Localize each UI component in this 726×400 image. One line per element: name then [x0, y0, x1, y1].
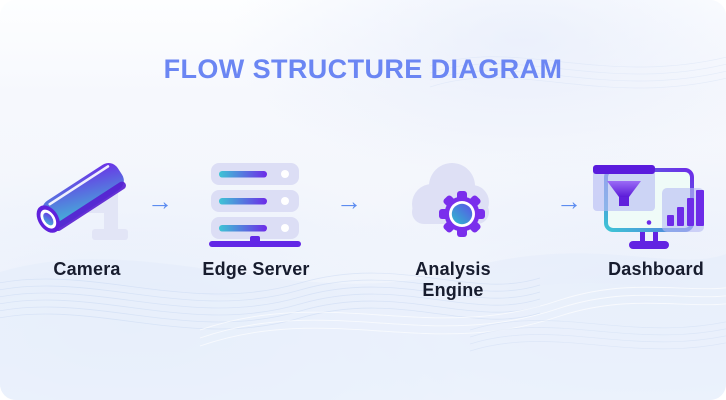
stage-label-camera: Camera: [53, 259, 121, 279]
stage-label-dashboard: Dashboard: [608, 259, 704, 279]
arrow-right-icon: →: [556, 186, 582, 216]
page-title: FLOW STRUCTURE DIAGRAM: [163, 54, 563, 84]
arrow-right-icon: →: [336, 186, 362, 216]
cctv-camera-icon: [20, 160, 135, 255]
monitor-analytics-icon: [592, 160, 707, 255]
stage-label-analysis-engine: Analysis Engine: [415, 259, 491, 300]
cloud-gear-icon: [402, 150, 502, 252]
stage-label-edge-server: Edge Server: [202, 259, 310, 279]
server-stack-icon: [205, 163, 305, 248]
arrow-right-icon: →: [147, 186, 173, 216]
